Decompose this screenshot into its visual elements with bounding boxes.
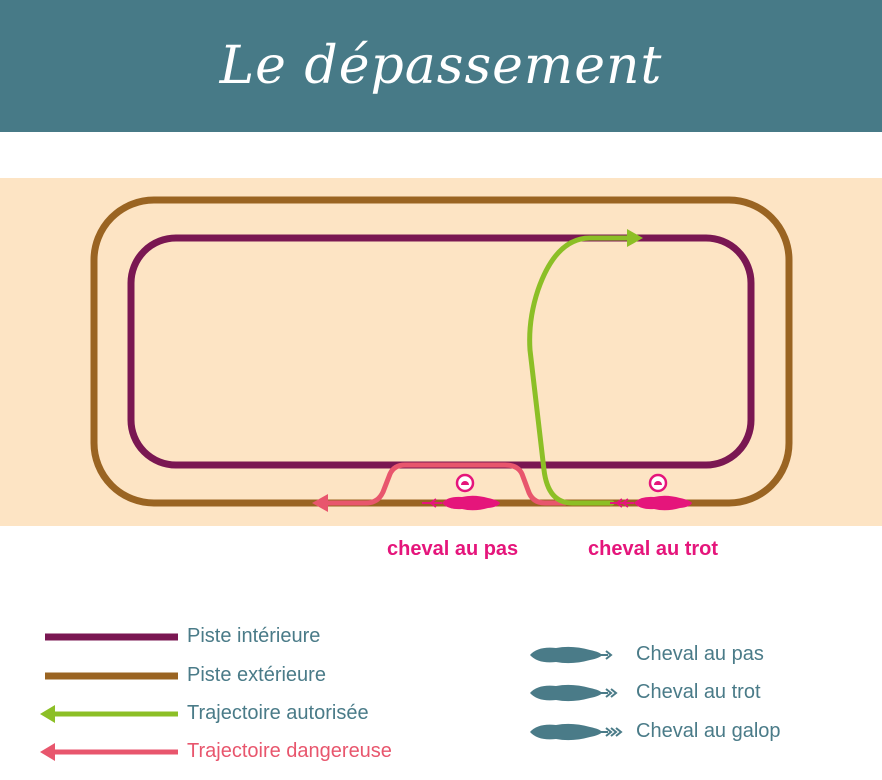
legend-horse-gallop-icon: [530, 723, 623, 741]
legend-horse-trot-label: Cheval au trot: [636, 681, 761, 703]
legend-horse-walk-label: Cheval au pas: [636, 643, 764, 665]
legend-allowed-path-label: Trajectoire autorisée: [187, 702, 369, 724]
legend-outer-track-label: Piste extérieure: [187, 664, 326, 686]
page-title: Le dépassement: [219, 36, 663, 96]
dangerous-path: [323, 462, 568, 506]
legend-dangerous-path-swatch: [40, 743, 178, 761]
outer-track: [90, 196, 793, 507]
dangerous-path-arrowhead: [312, 494, 328, 512]
allowed-path: [527, 235, 631, 506]
title-banner: Le dépassement: [0, 0, 882, 132]
allowed-path-arrowhead: [627, 229, 643, 247]
walking-horse: [422, 473, 500, 511]
walking-horse-label: cheval au pas: [387, 538, 519, 560]
legend-horse-trot-icon: [530, 684, 618, 702]
trotting-horse-label: cheval au trot: [588, 538, 719, 560]
legend-inner-track-label: Piste intérieure: [187, 625, 321, 647]
legend-dangerous-path-label: Trajectoire dangereuse: [187, 740, 392, 762]
trotting-horse: [610, 473, 692, 511]
inner-track: [127, 234, 755, 469]
legend-horse-walk-icon: [530, 646, 613, 664]
legend-horse-gallop-label: Cheval au galop: [636, 720, 781, 742]
legend-allowed-path-swatch: [40, 705, 178, 723]
